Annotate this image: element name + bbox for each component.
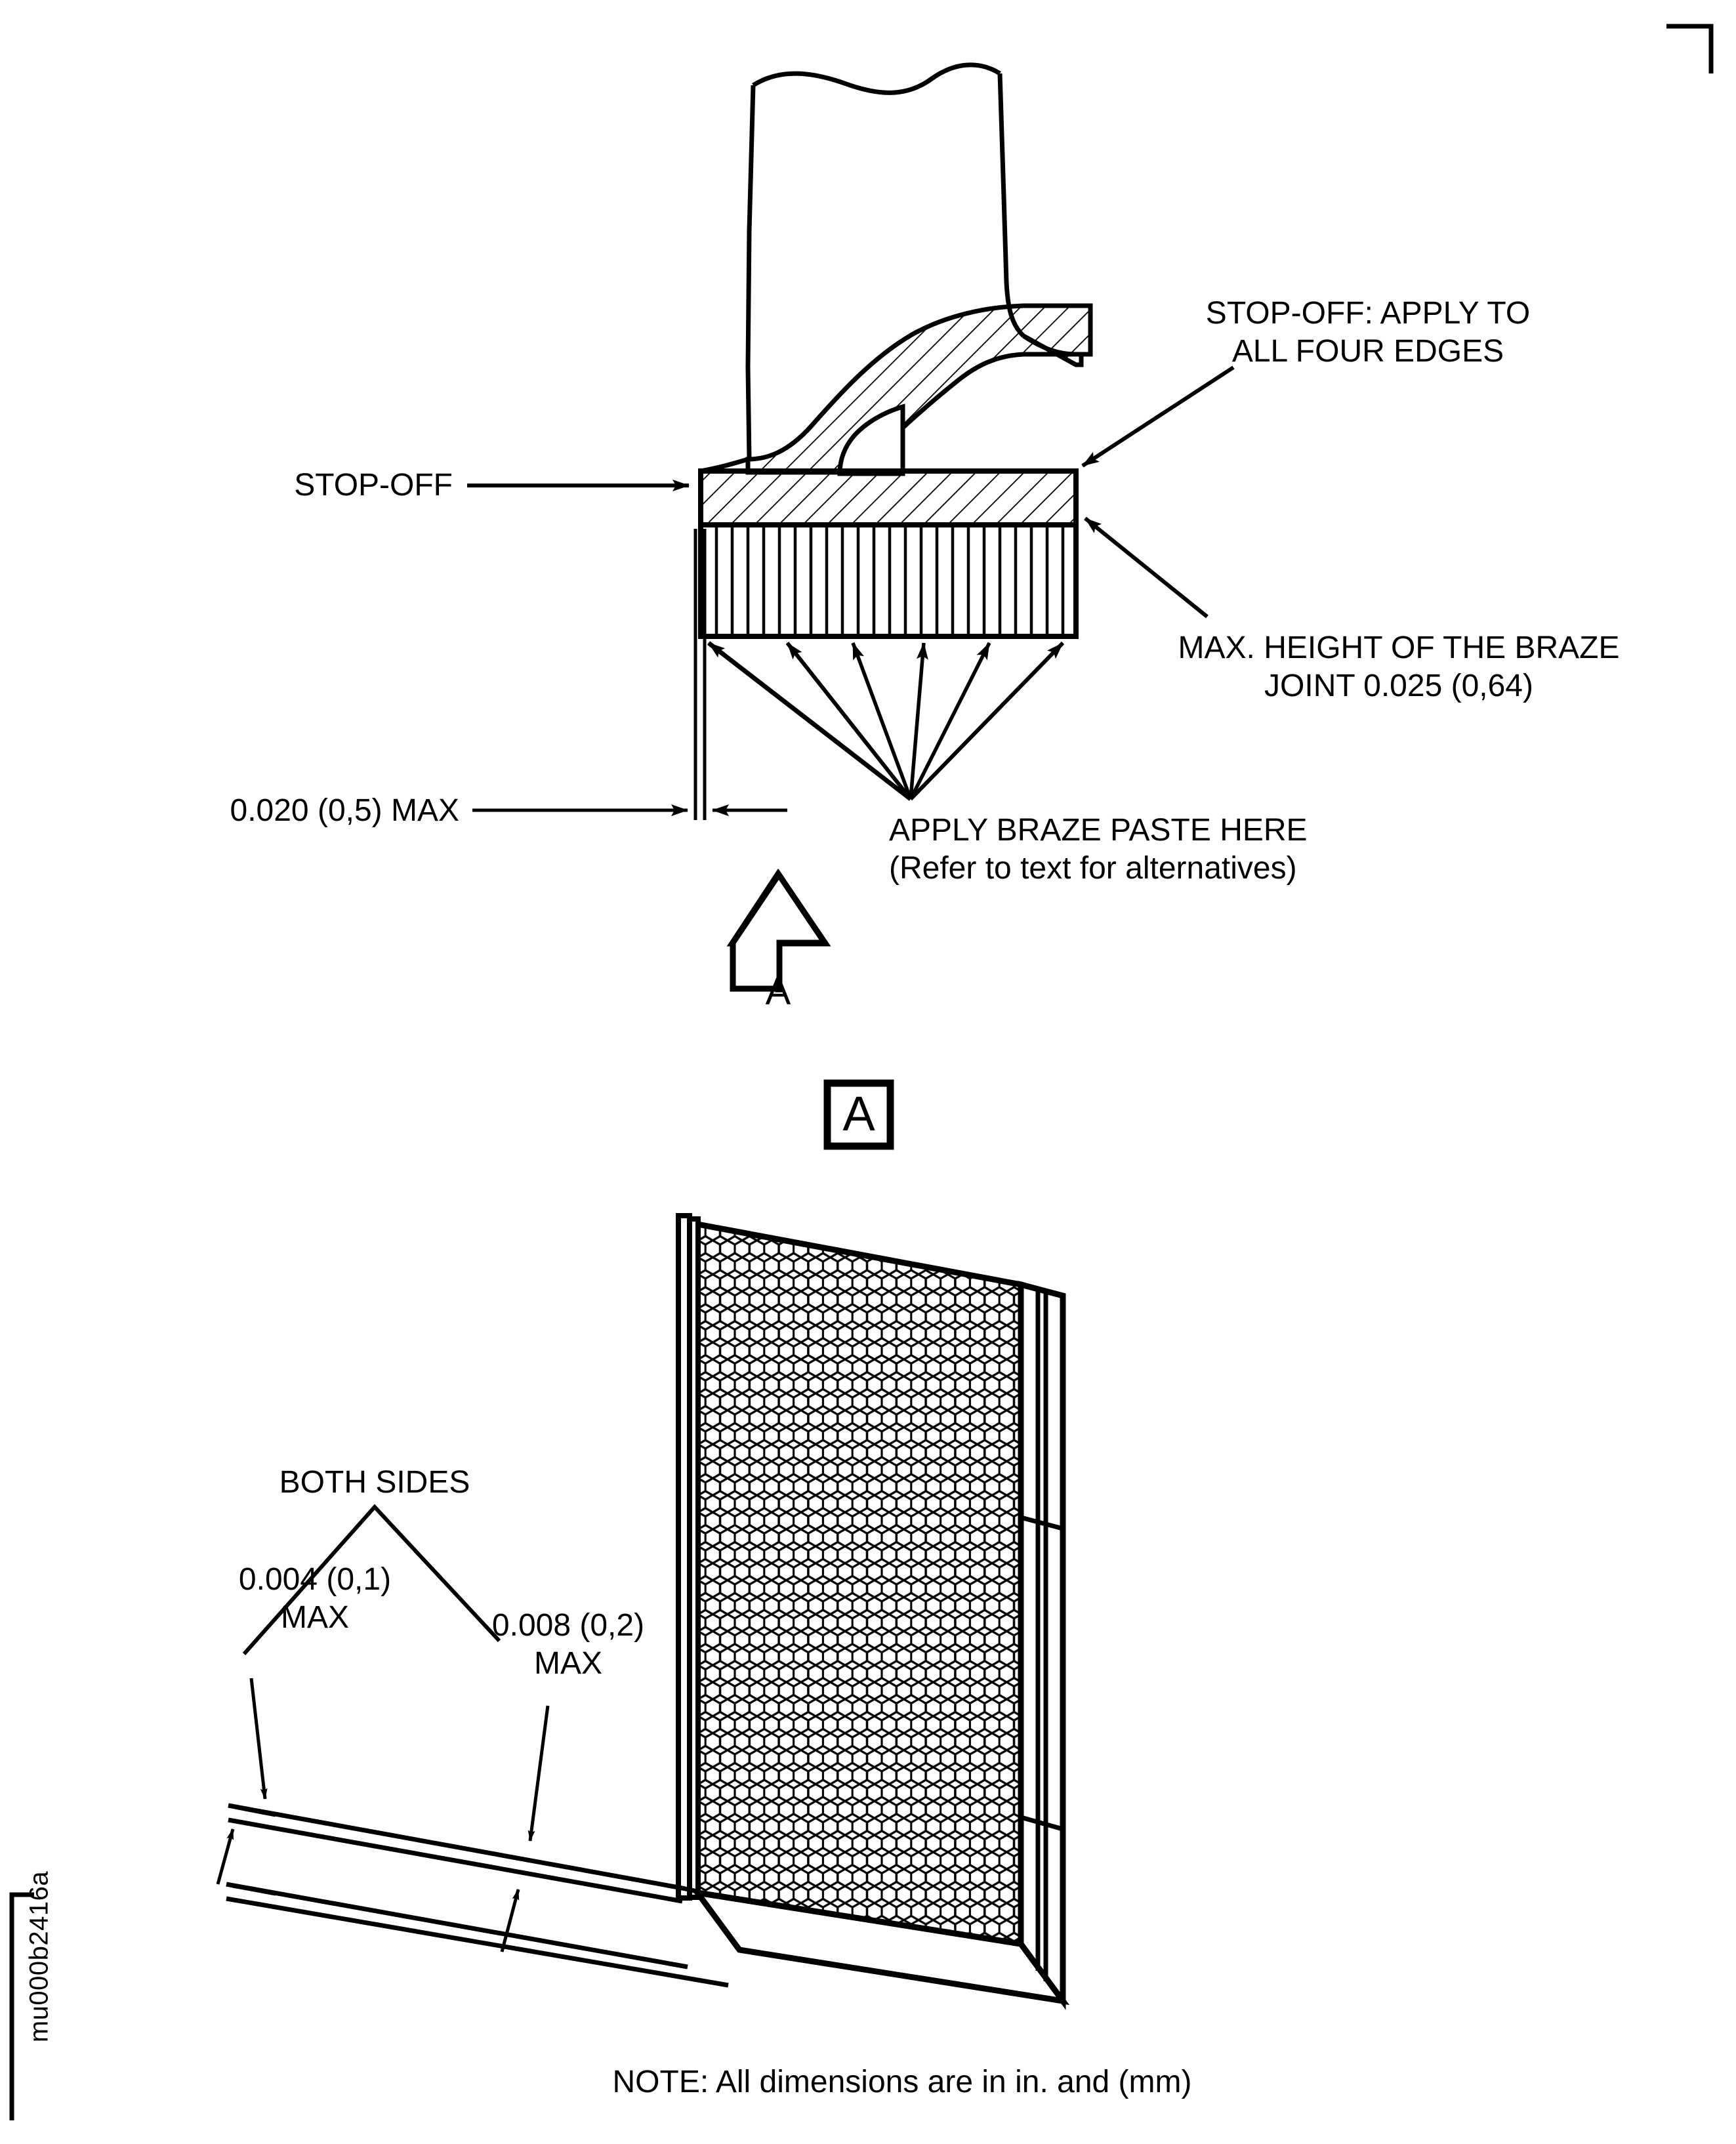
panel-right-backing-plate [1018,1281,1066,2010]
detail-marker-box [823,1079,894,1150]
braze-height-leader [1084,516,1209,619]
stop-off-left-label: STOP-OFF [294,468,453,503]
figure-id-label: mu000b2416a [24,1870,54,2043]
braze-foil-strips [226,1803,729,1988]
corner-crop-mark-bottom-left [9,1892,34,2120]
dim-0008-arrows [500,1705,550,1952]
panel-right-backing-plate-inner [1020,1289,1064,1981]
stop-off-right-leader [1081,365,1235,468]
dim-0008-label-line1: 0.008 (0,2) [491,1608,645,1643]
blade-platform-section [698,303,1093,527]
view-direction-arrow-A [726,868,831,993]
both-sides-leader [242,1504,501,1655]
panel-bottom-band [690,1888,1070,2006]
panel-left-edge-plates [676,1213,701,1901]
both-sides-label: BOTH SIDES [279,1465,470,1500]
detail-A-honeycomb-panel [216,1213,1070,2010]
dim-0004-label-line2: MAX [280,1600,350,1635]
braze-joint-height-label-line1: MAX. HEIGHT OF THE BRAZE [1178,630,1620,665]
braze-paste-arrow-fan [707,641,1065,801]
gap-dimension-label: 0.020 (0,5) MAX [230,793,460,828]
dim-0004-label-line1: 0.004 (0,1) [238,1562,392,1597]
detail-marker-letter: A [842,1086,875,1141]
stop-off-right-label-line1: STOP-OFF: APPLY TO [1205,296,1531,331]
gap-witness-lines [693,529,707,820]
apply-braze-paste-label-line1: APPLY BRAZE PASTE HERE [889,813,1308,848]
units-note: NOTE: All dimensions are in in. and (mm) [612,2065,1192,2099]
dim-0008-label-line2: MAX [533,1646,603,1681]
honeycomb-seal-band [698,522,1079,639]
braze-foil-strip-end-ticks [232,1804,276,1896]
honeycomb-core-cells [697,1224,1021,1944]
stop-off-right-label-line2: ALL FOUR EDGES [1231,334,1504,369]
view-arrow-letter: A [765,970,791,1013]
apply-braze-paste-label-line2: (Refer to text for alternatives) [889,851,1297,886]
corner-crop-mark-top-right [1666,24,1714,73]
braze-joint-height-label-line2: JOINT 0.025 (0,64) [1264,669,1533,703]
dim-0004-arrows [216,1678,268,1885]
upper-section-view [467,62,1235,820]
